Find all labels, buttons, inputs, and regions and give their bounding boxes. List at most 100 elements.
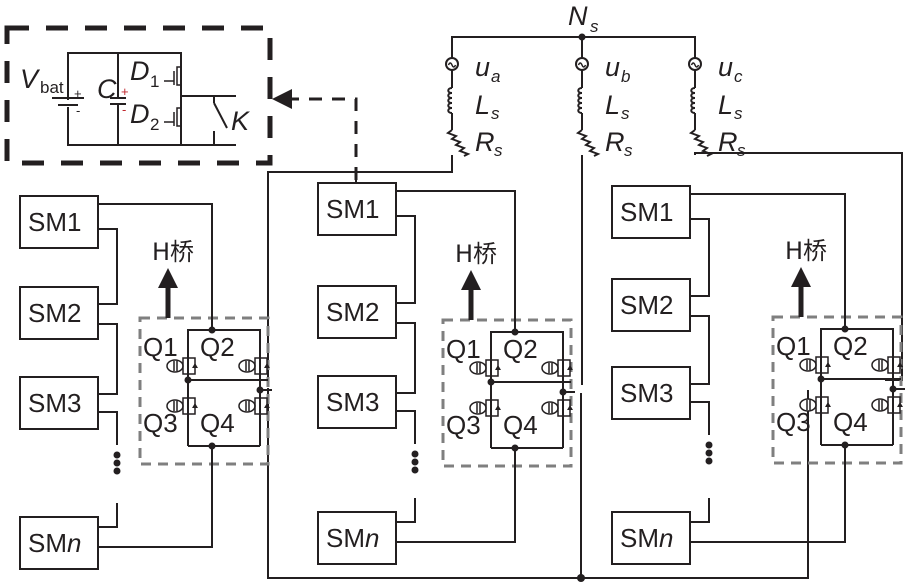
- source-label: u: [605, 52, 620, 82]
- d2-transistor: [164, 107, 181, 127]
- h-bridge-label: H桥: [152, 238, 194, 266]
- submodule-1[interactable]: SM1: [611, 185, 691, 239]
- battery-symbol: [52, 97, 84, 106]
- submodule-label: SMn: [28, 528, 81, 558]
- submodule-label: SMn: [326, 523, 379, 553]
- submodule-label: SM2: [620, 290, 673, 320]
- submodule-label: SM2: [28, 298, 81, 328]
- ellipsis-dot: [705, 457, 713, 465]
- switch-label: K: [231, 106, 250, 136]
- ellipsis-dot: [411, 450, 419, 458]
- submodule-n[interactable]: SMn: [19, 516, 99, 570]
- q3-label: Q3: [776, 407, 811, 437]
- resistor-sub: s: [737, 141, 746, 160]
- source-label: u: [475, 52, 490, 82]
- submodule-3[interactable]: SM3: [611, 366, 691, 420]
- vbat-sub: bat: [40, 78, 64, 97]
- vbat-label: V: [20, 64, 41, 94]
- submodule-2[interactable]: SM2: [19, 286, 99, 340]
- detail-callout-line: [290, 97, 358, 180]
- phase-a-line: [267, 155, 453, 380]
- h-bridge-label: H桥: [785, 237, 827, 265]
- submodule-1[interactable]: SM1: [317, 182, 397, 236]
- resistor-icon: [575, 129, 601, 157]
- inductor-icon: [447, 87, 453, 114]
- q4-label: Q4: [503, 410, 538, 440]
- q2-label: Q2: [503, 334, 538, 364]
- bus-node: [577, 574, 585, 582]
- submodule-n[interactable]: SMn: [317, 511, 397, 565]
- h-bridge-label: H桥: [455, 240, 497, 268]
- igbt-icon: [871, 396, 903, 414]
- igbt-icon: [541, 359, 573, 377]
- q2-label: Q2: [833, 331, 868, 361]
- capacitor-label: C: [97, 74, 117, 104]
- submodule-label: SM1: [620, 197, 673, 227]
- source-label: u: [718, 52, 733, 82]
- callout-arrow-icon: [272, 89, 292, 109]
- submodule-2[interactable]: SM2: [611, 278, 691, 332]
- resistor-label: R: [475, 127, 495, 157]
- igbt-icon: [238, 357, 270, 375]
- submodule-label: SM1: [326, 194, 379, 224]
- bat-minus: -: [76, 103, 80, 118]
- q3-label: Q3: [446, 410, 481, 440]
- bat-plus: +: [74, 86, 82, 101]
- d2-label: D: [130, 99, 150, 129]
- igbt-icon: [541, 399, 573, 417]
- detail-dashed-border: [4, 25, 273, 166]
- d1-label: D: [130, 56, 150, 86]
- ellipsis-dot: [705, 449, 713, 457]
- source-sub: b: [621, 67, 630, 86]
- resistor-sub: s: [494, 141, 503, 160]
- ellipsis-dot: [113, 459, 121, 467]
- igbt-icon: [799, 356, 831, 374]
- cap-plus: +: [121, 84, 129, 99]
- inductor-sub: s: [621, 104, 630, 123]
- resistor-sub: s: [624, 141, 633, 160]
- submodule-label: SMn: [620, 523, 673, 553]
- ellipsis-dot: [411, 458, 419, 466]
- submodule-label: SM2: [326, 297, 379, 327]
- inductor-sub: s: [734, 104, 743, 123]
- igbt-icon: [799, 396, 831, 414]
- submodule-label: SM3: [28, 388, 81, 418]
- ellipsis-dot: [113, 467, 121, 475]
- neutral-bus: [451, 36, 696, 55]
- source-sub: a: [491, 67, 500, 86]
- submodule-n[interactable]: SMn: [611, 511, 691, 565]
- inductor-sub: s: [491, 104, 500, 123]
- submodule-3[interactable]: SM3: [19, 376, 99, 430]
- q1-label: Q1: [776, 331, 811, 361]
- submodule-label: SM3: [326, 387, 379, 417]
- ellipsis-dot: [411, 466, 419, 474]
- grid-source: N s: [451, 1, 696, 55]
- detail-outer-wire: [67, 52, 182, 146]
- d2-sub: 2: [150, 115, 159, 134]
- cap-minus: -: [122, 102, 126, 117]
- submodule-detail: V bat + - C + - D 1 D 2: [4, 25, 273, 166]
- neutral-node: [578, 33, 586, 41]
- submodule-label: SM1: [28, 207, 81, 237]
- submodule-1[interactable]: SM1: [19, 195, 99, 249]
- q4-label: Q4: [200, 408, 235, 438]
- submodule-3[interactable]: SM3: [317, 375, 397, 429]
- submodule-label: SM3: [620, 378, 673, 408]
- submodule-2[interactable]: SM2: [317, 285, 397, 339]
- q1-label: Q1: [446, 334, 481, 364]
- q3-label: Q3: [143, 408, 178, 438]
- dc-return-bus: [267, 388, 809, 579]
- q2-label: Q2: [200, 332, 235, 362]
- igbt-icon: [166, 397, 198, 415]
- capacitor-symbol: [110, 97, 126, 105]
- d1-transistor: [164, 66, 181, 86]
- switch-k: [213, 96, 228, 145]
- igbt-icon: [469, 399, 501, 417]
